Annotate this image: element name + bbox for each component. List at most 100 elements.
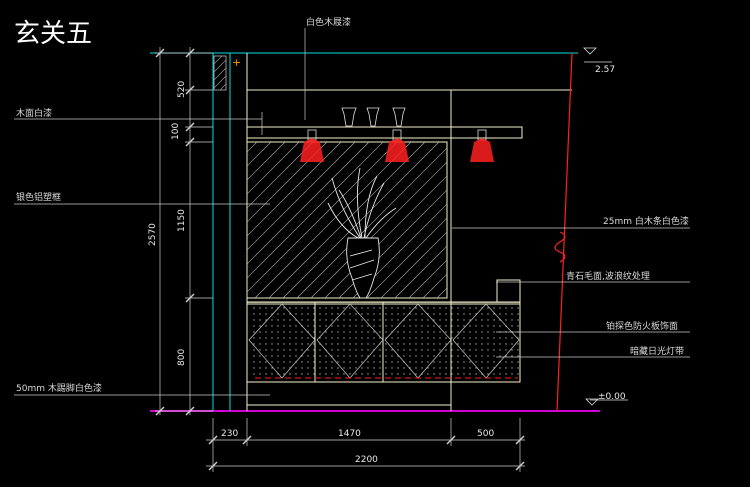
dot — [325, 319, 327, 321]
elevation-zero-label: ±0.00 — [598, 392, 626, 402]
dot — [277, 337, 279, 339]
dot — [277, 331, 279, 333]
dot — [325, 313, 327, 315]
dot — [469, 373, 471, 375]
dot — [421, 367, 423, 369]
label-light-strip: 暗藏日光灯带 — [630, 345, 684, 357]
dot — [379, 319, 381, 321]
dot — [253, 319, 255, 321]
dot — [403, 367, 405, 369]
dot — [349, 319, 351, 321]
dot — [457, 337, 459, 339]
dot — [511, 367, 513, 369]
dot — [445, 367, 447, 369]
dot — [283, 367, 285, 369]
dot — [367, 367, 369, 369]
dot — [463, 373, 465, 375]
dot — [259, 349, 261, 351]
dot — [289, 355, 291, 357]
dot — [481, 367, 483, 369]
dot — [475, 319, 477, 321]
dot — [415, 313, 417, 315]
hatch-line — [324, 175, 447, 298]
dot — [367, 319, 369, 321]
dot — [517, 343, 519, 345]
dot — [427, 325, 429, 327]
vertical-dimension-lines — [155, 47, 213, 416]
dot — [397, 331, 399, 333]
dot — [403, 337, 405, 339]
dot — [289, 349, 291, 351]
dot — [415, 325, 417, 327]
dot — [277, 355, 279, 357]
dot — [343, 337, 345, 339]
dim-500: 500 — [477, 429, 494, 439]
dot — [319, 337, 321, 339]
dot — [319, 331, 321, 333]
dot — [313, 313, 315, 315]
dot — [283, 331, 285, 333]
dot — [451, 361, 453, 363]
dim-800: 800 — [177, 349, 187, 366]
dot — [319, 373, 321, 375]
dot — [463, 355, 465, 357]
dot — [337, 355, 339, 357]
dot — [457, 319, 459, 321]
dot — [301, 331, 303, 333]
dot — [283, 313, 285, 315]
dot — [385, 325, 387, 327]
dot — [289, 307, 291, 309]
dot — [475, 367, 477, 369]
dot — [391, 367, 393, 369]
dot — [499, 337, 501, 339]
dot — [481, 313, 483, 315]
dot — [301, 349, 303, 351]
glass-hatch — [247, 142, 447, 298]
dot — [493, 355, 495, 357]
dot — [283, 373, 285, 375]
dot — [325, 355, 327, 357]
dot — [439, 373, 441, 375]
dot — [295, 343, 297, 345]
dot — [295, 349, 297, 351]
dot — [373, 355, 375, 357]
dot — [385, 313, 387, 315]
dot — [259, 373, 261, 375]
dot — [349, 355, 351, 357]
dot — [463, 367, 465, 369]
dot — [331, 319, 333, 321]
dot — [319, 361, 321, 363]
dot — [445, 373, 447, 375]
dot — [445, 319, 447, 321]
dot — [427, 331, 429, 333]
dot — [463, 313, 465, 315]
dot — [415, 343, 417, 345]
dot — [355, 361, 357, 363]
dot — [439, 349, 441, 351]
dot — [265, 313, 267, 315]
dot — [433, 343, 435, 345]
dot — [325, 343, 327, 345]
dot — [253, 361, 255, 363]
dot — [397, 313, 399, 315]
dot — [277, 325, 279, 327]
dot — [421, 349, 423, 351]
dot — [433, 307, 435, 309]
dot — [469, 361, 471, 363]
dot — [343, 355, 345, 357]
dot — [517, 349, 519, 351]
dot — [355, 337, 357, 339]
stone-block — [496, 279, 521, 303]
dot — [295, 337, 297, 339]
dot — [391, 313, 393, 315]
dot — [331, 325, 333, 327]
dot — [409, 337, 411, 339]
hatch-line — [247, 142, 300, 195]
dot — [493, 361, 495, 363]
dot — [517, 373, 519, 375]
dot — [313, 307, 315, 309]
dot — [301, 319, 303, 321]
dot — [343, 349, 345, 351]
dot — [253, 367, 255, 369]
dot — [403, 343, 405, 345]
